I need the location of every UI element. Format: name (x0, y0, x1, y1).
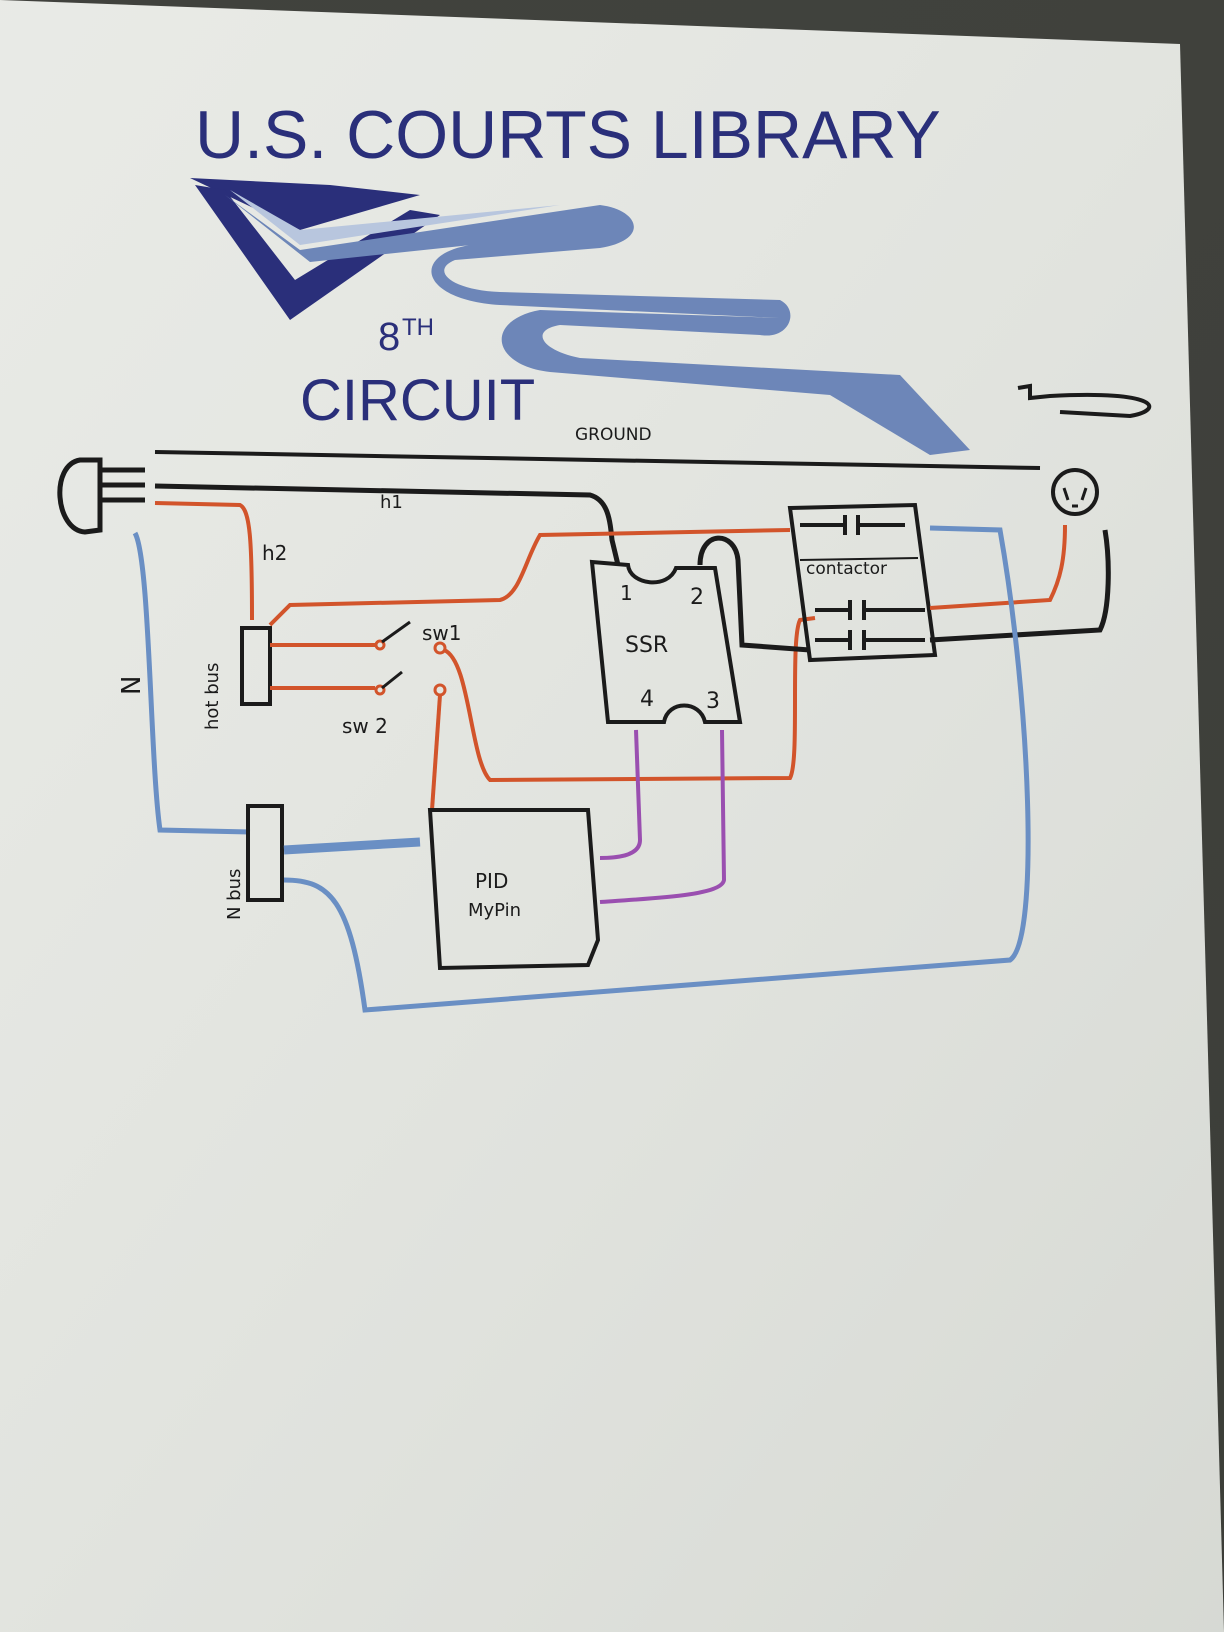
hot-to-contactor-wire (268, 528, 791, 627)
n-bus (246, 804, 284, 902)
ssr-pin-3: 3 (706, 689, 720, 714)
pid-label-2: MyPin (468, 900, 521, 921)
logo: U.S. COURTS LIBRARY 8 TH CIRCUIT (190, 97, 970, 455)
ssr-pin-4: 4 (640, 687, 654, 712)
ground-hook-icon (1017, 383, 1152, 419)
ssr-box (589, 559, 743, 724)
logo-number: 8 (378, 315, 400, 359)
outlet-black-wire (929, 529, 1111, 643)
neutral-wire (132, 531, 251, 835)
ground-label: GROUND (575, 425, 652, 445)
ssr-contactor-wire (697, 535, 811, 653)
logo-title: U.S. COURTS LIBRARY (195, 97, 941, 173)
signal-wire-4 (599, 729, 643, 860)
ssr-label: SSR (625, 633, 668, 658)
n-bus-pid-wire (283, 837, 421, 855)
logo-word: CIRCUIT (300, 368, 535, 433)
h1-label: h1 (380, 492, 403, 513)
h2-wire (154, 501, 254, 621)
logo-chevron-dark (190, 178, 420, 230)
hot-bus-label: hot bus (202, 663, 223, 730)
neutral-return-wire (283, 525, 1031, 1013)
logo-number-suffix: TH (402, 314, 434, 341)
h1-wire (154, 483, 621, 566)
sw2-pid-wire (430, 694, 442, 811)
plug-icon (57, 457, 145, 535)
contactor-label: contactor (806, 559, 887, 579)
outlet-icon (1051, 468, 1099, 516)
n-label: N (117, 676, 147, 695)
ground-wire (154, 450, 1041, 470)
h2-label: h2 (262, 541, 287, 565)
ssr-pin-1: 1 (620, 581, 633, 605)
sw1-terminal (433, 641, 447, 655)
hot-bus (240, 626, 272, 706)
ssr-pin-2: 2 (690, 585, 704, 610)
pid-box (427, 808, 601, 971)
signal-wire-3 (599, 729, 727, 904)
logo-river (225, 195, 970, 455)
pid-label-1: PID (475, 869, 508, 893)
sw2-label: sw 2 (342, 714, 388, 738)
n-bus-label: N bus (224, 869, 245, 920)
sw1-label: sw1 (422, 621, 462, 645)
sw1-coil-wire (442, 616, 816, 783)
contactor-box (787, 502, 938, 663)
outlet-hot-wire (929, 524, 1067, 610)
